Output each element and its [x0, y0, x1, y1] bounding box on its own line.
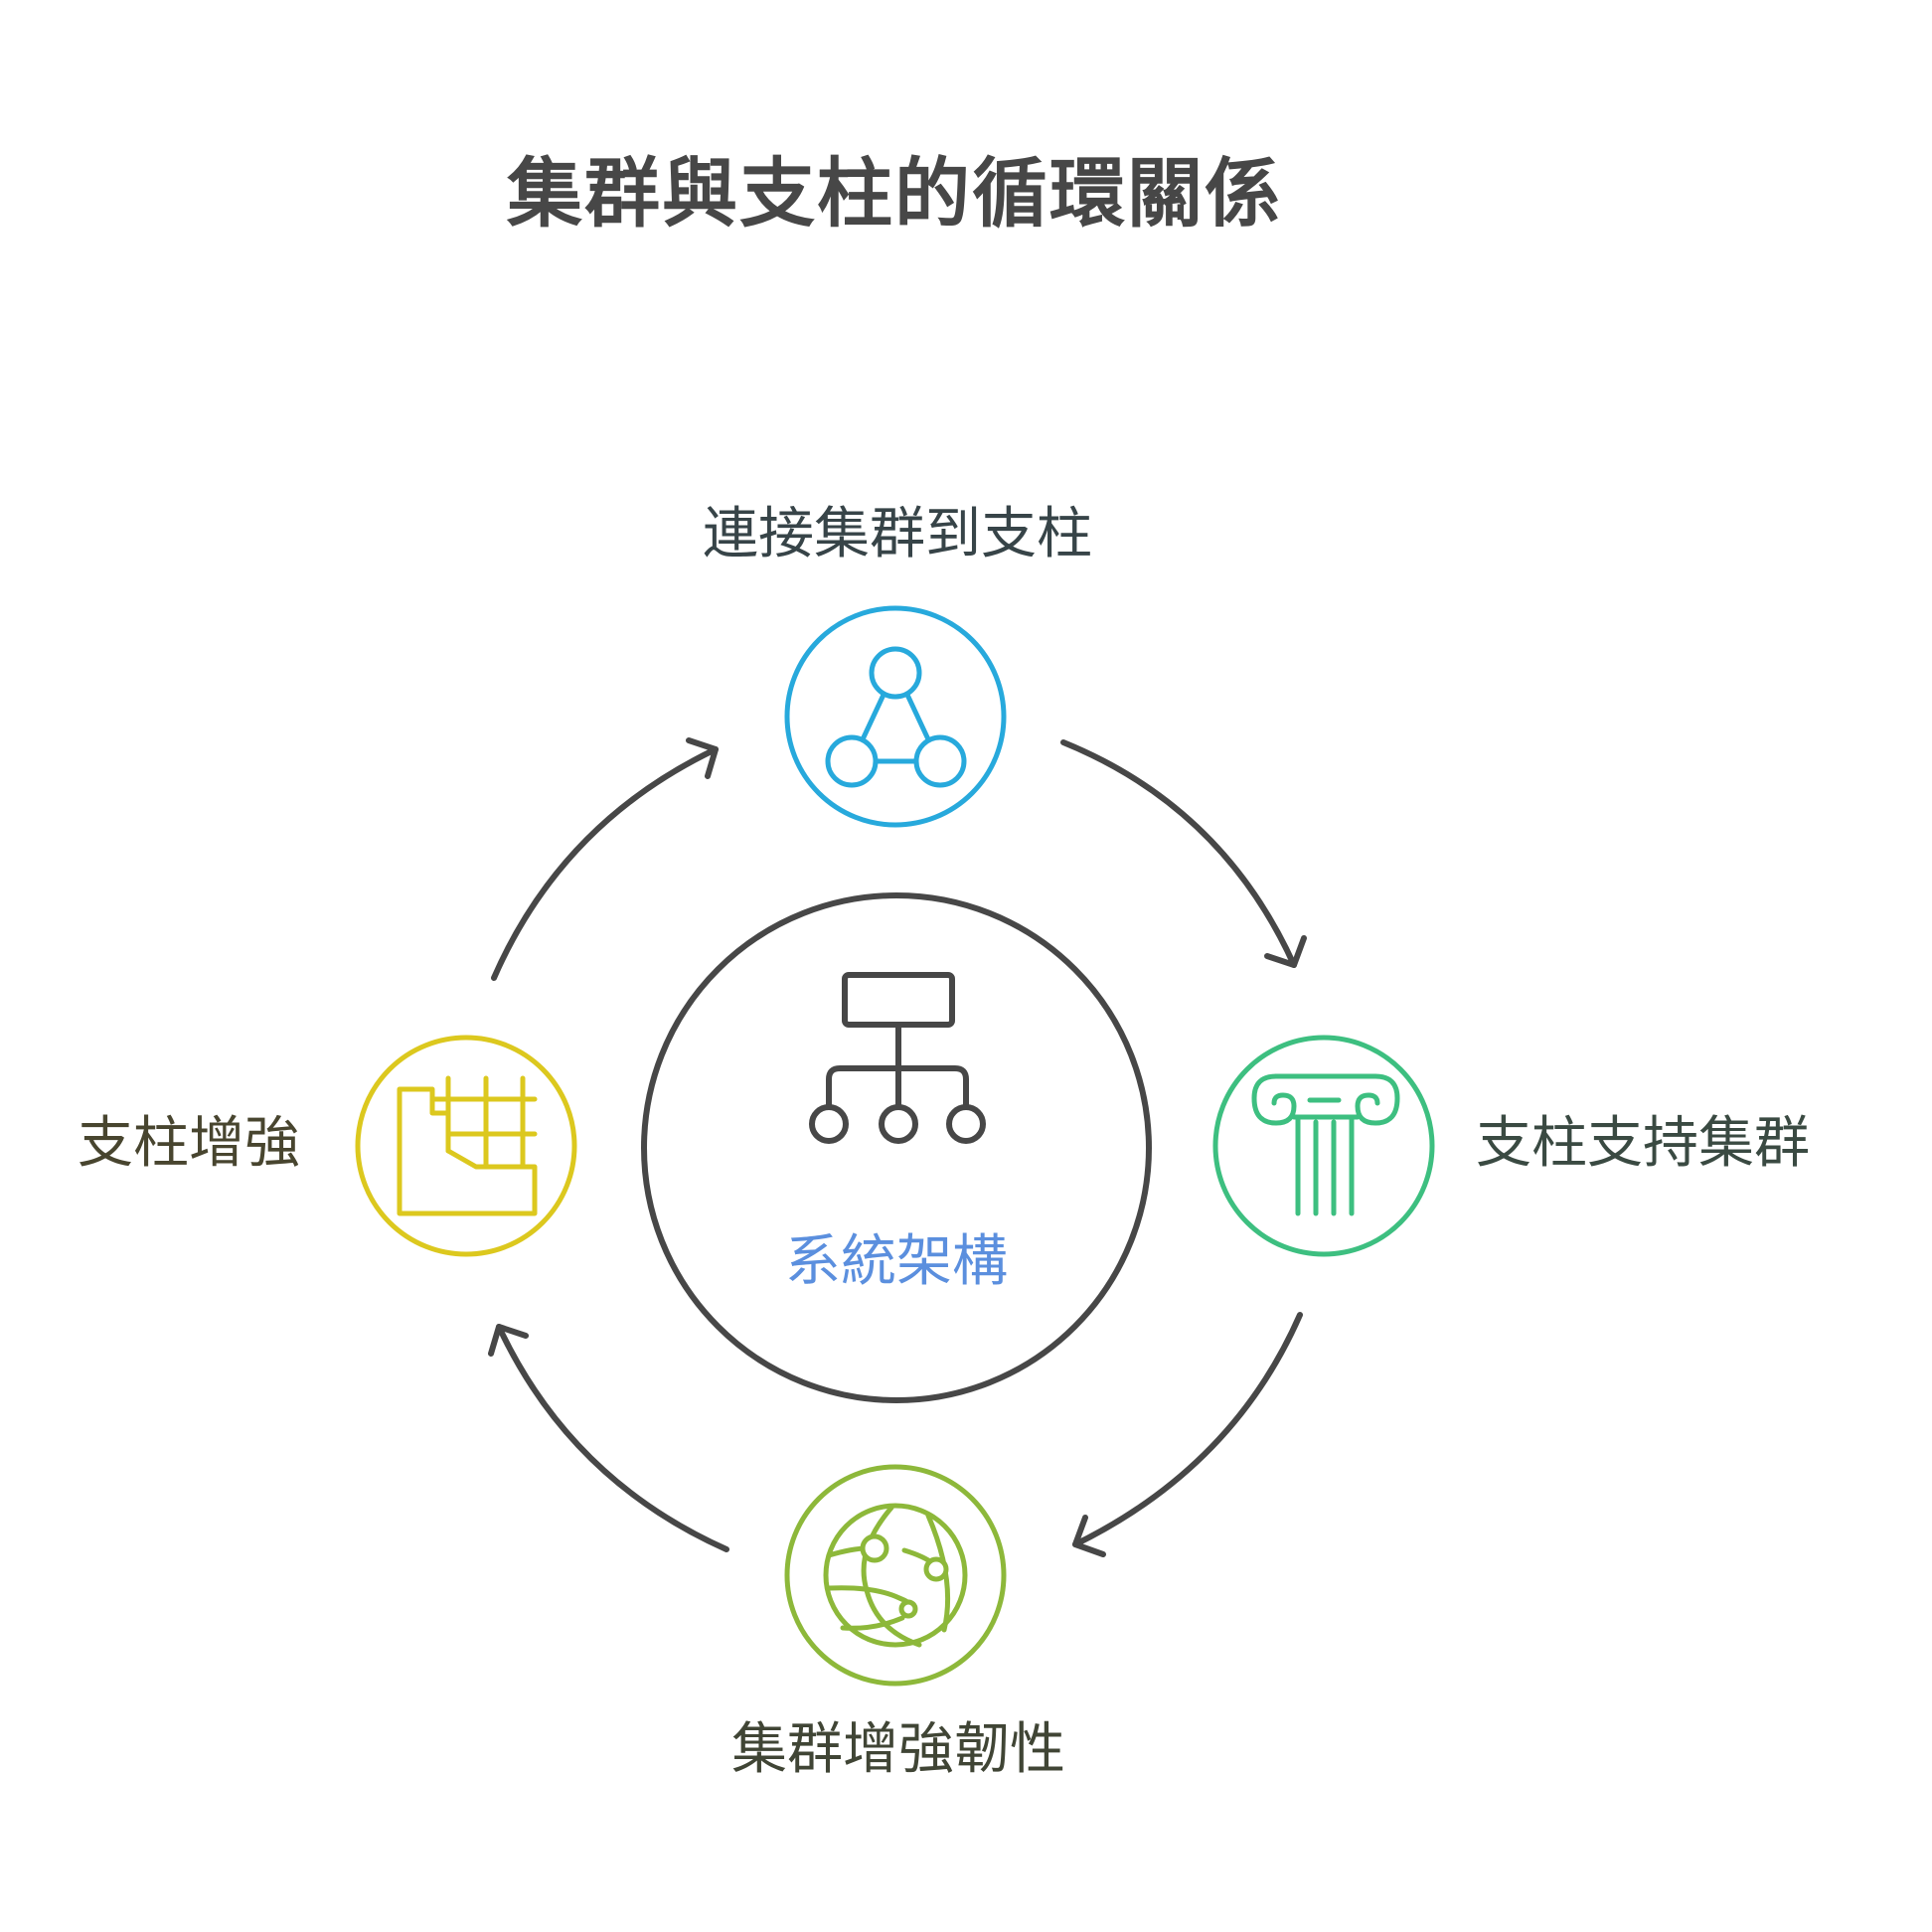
node-label-left: 支柱增強: [78, 1111, 300, 1176]
cycle-arrows: [488, 737, 1307, 1557]
center-circle: [641, 892, 1152, 1403]
retaining-wall-icon: [397, 1075, 538, 1216]
node-label-right: 支柱支持集群: [1476, 1111, 1810, 1176]
network-triangle-icon: [825, 646, 967, 788]
node-right: [1212, 1035, 1435, 1257]
pillar-icon: [1251, 1073, 1400, 1216]
globe-network-icon: [823, 1503, 968, 1648]
hierarchy-icon: [809, 972, 986, 1144]
diagram-title: 集群與支柱的循環關係: [507, 149, 1282, 238]
arrow-bottom-to-left: [488, 1324, 729, 1552]
node-label-top: 連接集群到支柱: [703, 502, 1092, 566]
arrow-left-to-top: [491, 737, 719, 981]
center-node: [641, 892, 1152, 1403]
node-top: [784, 605, 1007, 828]
node-label-bottom: 集群增強韌性: [731, 1717, 1065, 1782]
arrow-top-to-right: [1060, 739, 1307, 968]
arrow-right-to-bottom: [1072, 1312, 1303, 1557]
node-bottom: [784, 1464, 1007, 1687]
center-label: 系統架構: [785, 1229, 1008, 1294]
node-left: [355, 1035, 577, 1257]
